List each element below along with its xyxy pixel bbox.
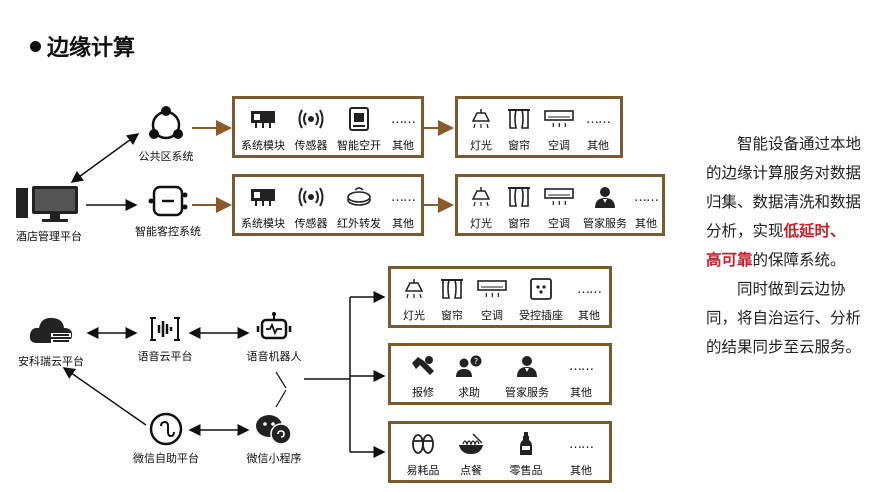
ir-repeater-icon [347,187,371,206]
ir-repeater-item: 红外转发 [333,185,385,231]
others-item: …… 其他 [387,107,419,153]
room-terminals-box: 灯光 窗帘 空调 管家服务 …… 其他 [455,174,665,236]
dining-item: 点餐 [451,432,491,478]
sensor-icon [298,187,324,207]
help-item: ? 求助 [449,354,489,400]
node-wechat-platform: 微信自助平台 [126,412,206,466]
curtain-item: 窗帘 [435,277,469,323]
description-text: 智能设备通过本地的边缘计算服务对数据归集、数据清洗和数据分析，实现低延时、高可靠… [706,130,861,362]
curtain-icon [441,279,463,299]
node-wechat-mini: 微信小程序 [232,412,316,466]
mini-program-icon [149,412,183,446]
robot-icon [256,312,292,340]
node-ankerui: 安科瑞云平台 [8,313,94,369]
retail-item: 零售品 [501,432,551,478]
smart-hub-icon [148,185,188,217]
cloud-server-icon [29,317,73,343]
curtain-icon [508,187,530,207]
node-public-area: 公共区系统 [130,104,202,164]
curtain-icon [508,109,530,129]
page-title: 边缘计算 [30,30,135,62]
dots-icon: …… [569,436,594,452]
repair-icon [412,356,434,375]
smart-breaker-item: 智能空开 [333,107,385,153]
curtain-item: 窗帘 [502,185,536,231]
voice-wave-icon [150,317,180,341]
module-icon [251,111,275,128]
node-hotel-platform: 酒店管理平台 [8,184,90,244]
light-icon [471,109,491,129]
share-nodes-icon [149,106,183,140]
others-item: …… 其他 [563,432,599,478]
ac-item: 空调 [540,107,578,153]
bottle-icon [520,432,532,455]
butler-item: 管家服务 [499,354,555,400]
smart-socket-item: 受控插座 [513,277,569,323]
others-item: …… 其他 [630,185,662,231]
help-icon: ? [456,355,482,377]
others-item: …… 其他 [582,107,614,153]
ac-item: 空调 [540,185,578,231]
node-voice-cloud: 语音云平台 [128,314,202,364]
public-devices-box: 系统模块 传感器 智能空开 …… 其他 [232,96,424,158]
dots-icon: …… [391,189,416,205]
air-conditioner-icon [477,280,507,298]
breaker-icon [349,107,369,131]
node-voice-robot: 语音机器人 [234,312,314,364]
module-icon [251,189,275,206]
others-item: …… 其他 [563,354,599,400]
public-terminals-box: 灯光 窗帘 空调 …… 其他 [455,96,623,158]
light-item: 灯光 [464,185,498,231]
butler-icon [595,187,615,208]
svg-text:?: ? [474,357,478,366]
system-module-item: 系统模块 [239,185,287,231]
air-conditioner-icon [544,110,574,128]
system-module-item: 系统模块 [239,107,287,153]
light-icon [404,279,424,299]
sensor-item: 传感器 [291,107,331,153]
dots-icon: …… [577,281,602,297]
sensor-icon [298,109,324,129]
desktop-computer-icon [16,186,78,222]
dots-icon: …… [391,111,416,127]
sensor-item: 传感器 [291,185,331,231]
bullet-icon [30,40,41,52]
description-paragraph-2: 同时做到云边协同，将自治运行、分析的结果同步至云服务。 [706,280,862,356]
others-item: …… 其他 [573,277,605,323]
service-box: 报修 ? 求助 管家服务 …… 其他 [388,343,612,405]
noodle-bowl-icon [459,433,483,454]
light-icon [471,187,491,207]
others-item: …… 其他 [387,185,419,231]
repair-item: 报修 [403,354,443,400]
light-item: 灯光 [464,107,498,153]
air-conditioner-icon [544,188,574,206]
wechat-icon [256,415,292,445]
dots-icon: …… [569,358,594,374]
room-devices-box: 系统模块 传感器 红外转发 …… 其他 [232,174,424,236]
light-item: 灯光 [397,277,431,323]
dots-icon: …… [586,111,611,127]
curtain-item: 窗帘 [502,107,536,153]
slippers-icon [412,434,434,454]
ac-item: 空调 [473,277,511,323]
voice-terminals-box: 灯光 窗帘 空调 受控插座 …… 其他 [388,266,612,328]
consumables-item: 易耗品 [403,432,443,478]
butler-icon [517,356,537,377]
butler-item: 管家服务 [580,185,630,231]
socket-icon [530,278,552,300]
supplies-box: 易耗品 点餐 零售品 …… 其他 [388,421,612,483]
node-guest-room: 智能客控系统 [126,183,210,239]
dots-icon: …… [634,189,659,205]
description-paragraph-1: 智能设备通过本地的边缘计算服务对数据归集、数据清洗和数据分析，实现低延时、高可靠… [706,135,862,269]
